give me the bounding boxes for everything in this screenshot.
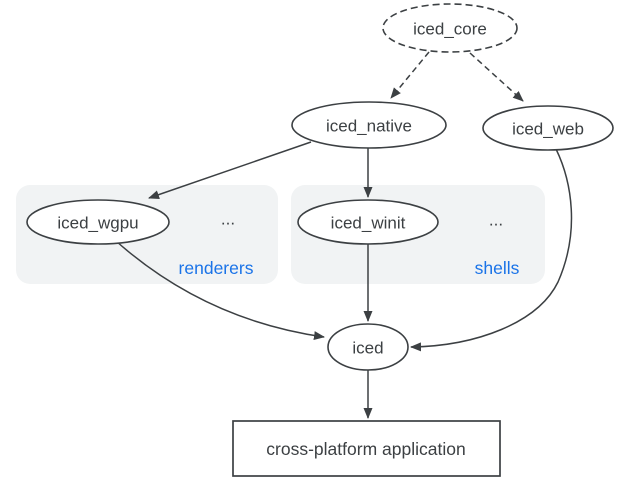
node-iced-native-label: iced_native [326,117,412,136]
group-renderers-label: renderers [179,258,254,278]
node-iced-web-ellipse [482,105,614,151]
node-iced-web: iced_web [482,105,614,151]
node-iced-core-label: iced_core [413,20,487,39]
application-box [232,420,501,477]
node-iced-winit: iced_winit [297,199,439,245]
node-iced-core-ellipse [382,3,518,53]
group-shells-label: shells [475,258,520,278]
node-iced-web-label: iced_web [512,120,584,139]
node-iced: iced [327,323,409,371]
node-iced-core: iced_core [382,3,518,53]
node-iced-wgpu-ellipse [26,199,170,245]
group-shells-ellipsis: ... [489,211,503,230]
edge-iced-wgpu-to-iced [115,240,325,341]
edge-iced-core-to-iced-native [390,51,430,99]
node-cross-platform-application: cross-platform application [232,420,501,477]
edge-iced-core-to-iced-web [469,52,524,102]
node-iced-wgpu: iced_wgpu [26,199,170,245]
group-renderers-ellipsis: ... [221,210,235,229]
node-iced-native-ellipse [291,101,447,149]
node-iced-winit-ellipse [297,199,439,245]
node-iced-wgpu-label: iced_wgpu [57,214,138,233]
node-iced-native: iced_native [291,101,447,149]
node-iced-label: iced [352,339,383,358]
node-iced-winit-label: iced_winit [331,214,406,233]
edge-iced-web-to-iced [410,148,573,352]
edge-iced-native-to-iced-wgpu [148,141,312,199]
node-iced-ellipse [327,323,409,371]
application-label: cross-platform application [266,439,465,459]
